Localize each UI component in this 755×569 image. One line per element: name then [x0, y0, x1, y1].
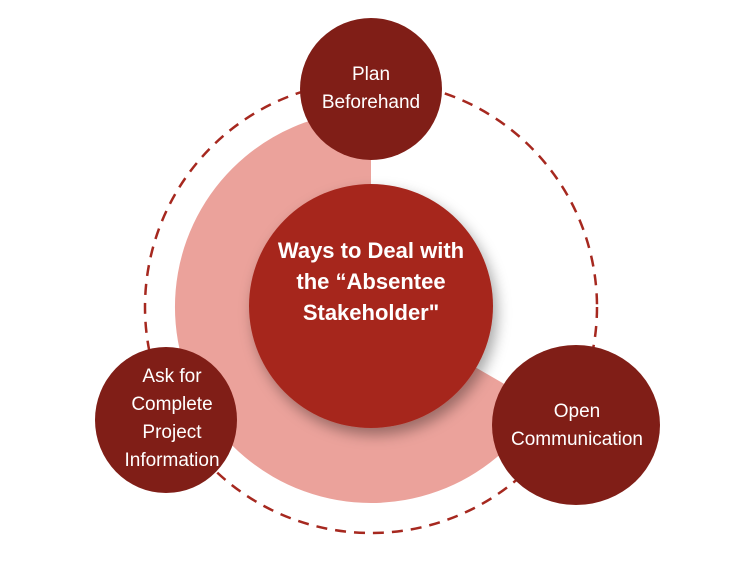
center-circle — [249, 184, 493, 428]
node-communication-circle — [492, 345, 660, 505]
node-communication-label: Open Communication — [511, 401, 643, 450]
node-plan-circle — [300, 18, 442, 160]
node-plan-label: Plan Beforehand — [321, 64, 421, 113]
node-ask-circle — [95, 347, 237, 493]
center-title: Ways to Deal with the “Absentee Stakehol… — [277, 237, 465, 325]
node-ask-label: Ask for Complete Project Information — [124, 366, 220, 471]
